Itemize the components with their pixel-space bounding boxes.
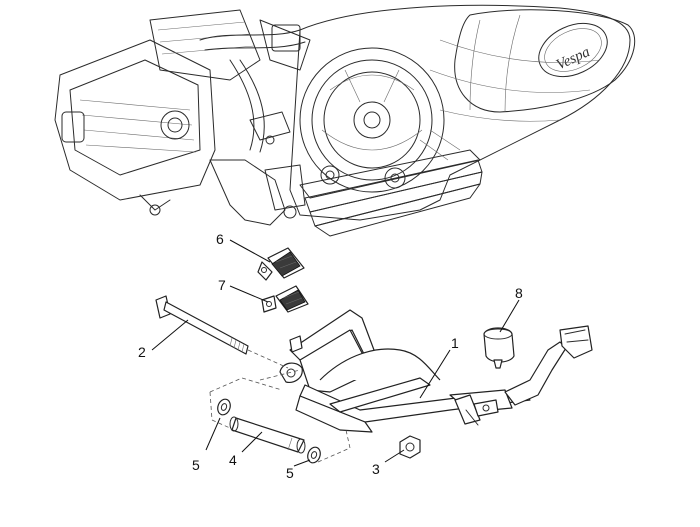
callout-4: 4 bbox=[229, 452, 237, 468]
spring-part-6 bbox=[257, 247, 305, 281]
callout-3: 3 bbox=[372, 461, 380, 477]
callout-5-right: 5 bbox=[286, 465, 294, 481]
pivot-pin-part-4 bbox=[229, 416, 306, 454]
assembly-guide-lines bbox=[209, 349, 351, 463]
long-bolt-part-2 bbox=[155, 295, 249, 355]
leader-lines bbox=[151, 239, 520, 467]
nut-part-3 bbox=[399, 435, 421, 459]
callout-5-left: 5 bbox=[192, 457, 200, 473]
engine-logo-text: Vespa bbox=[554, 44, 592, 73]
callout-2: 2 bbox=[138, 344, 146, 360]
callout-8: 8 bbox=[515, 285, 523, 301]
center-stand-part-1 bbox=[279, 309, 593, 433]
washer-part-5a bbox=[217, 398, 231, 416]
rubber-stop-part-8 bbox=[483, 327, 515, 369]
sump-fins bbox=[299, 149, 483, 237]
callout-7: 7 bbox=[218, 277, 226, 293]
washer-part-5b bbox=[307, 446, 321, 464]
callout-6: 6 bbox=[216, 231, 224, 247]
callout-1: 1 bbox=[451, 335, 459, 351]
engine-assembly: Vespa bbox=[54, 4, 636, 237]
spring-part-7 bbox=[261, 285, 309, 313]
callouts: 6 7 2 1 8 3 4 5 5 bbox=[138, 231, 523, 481]
